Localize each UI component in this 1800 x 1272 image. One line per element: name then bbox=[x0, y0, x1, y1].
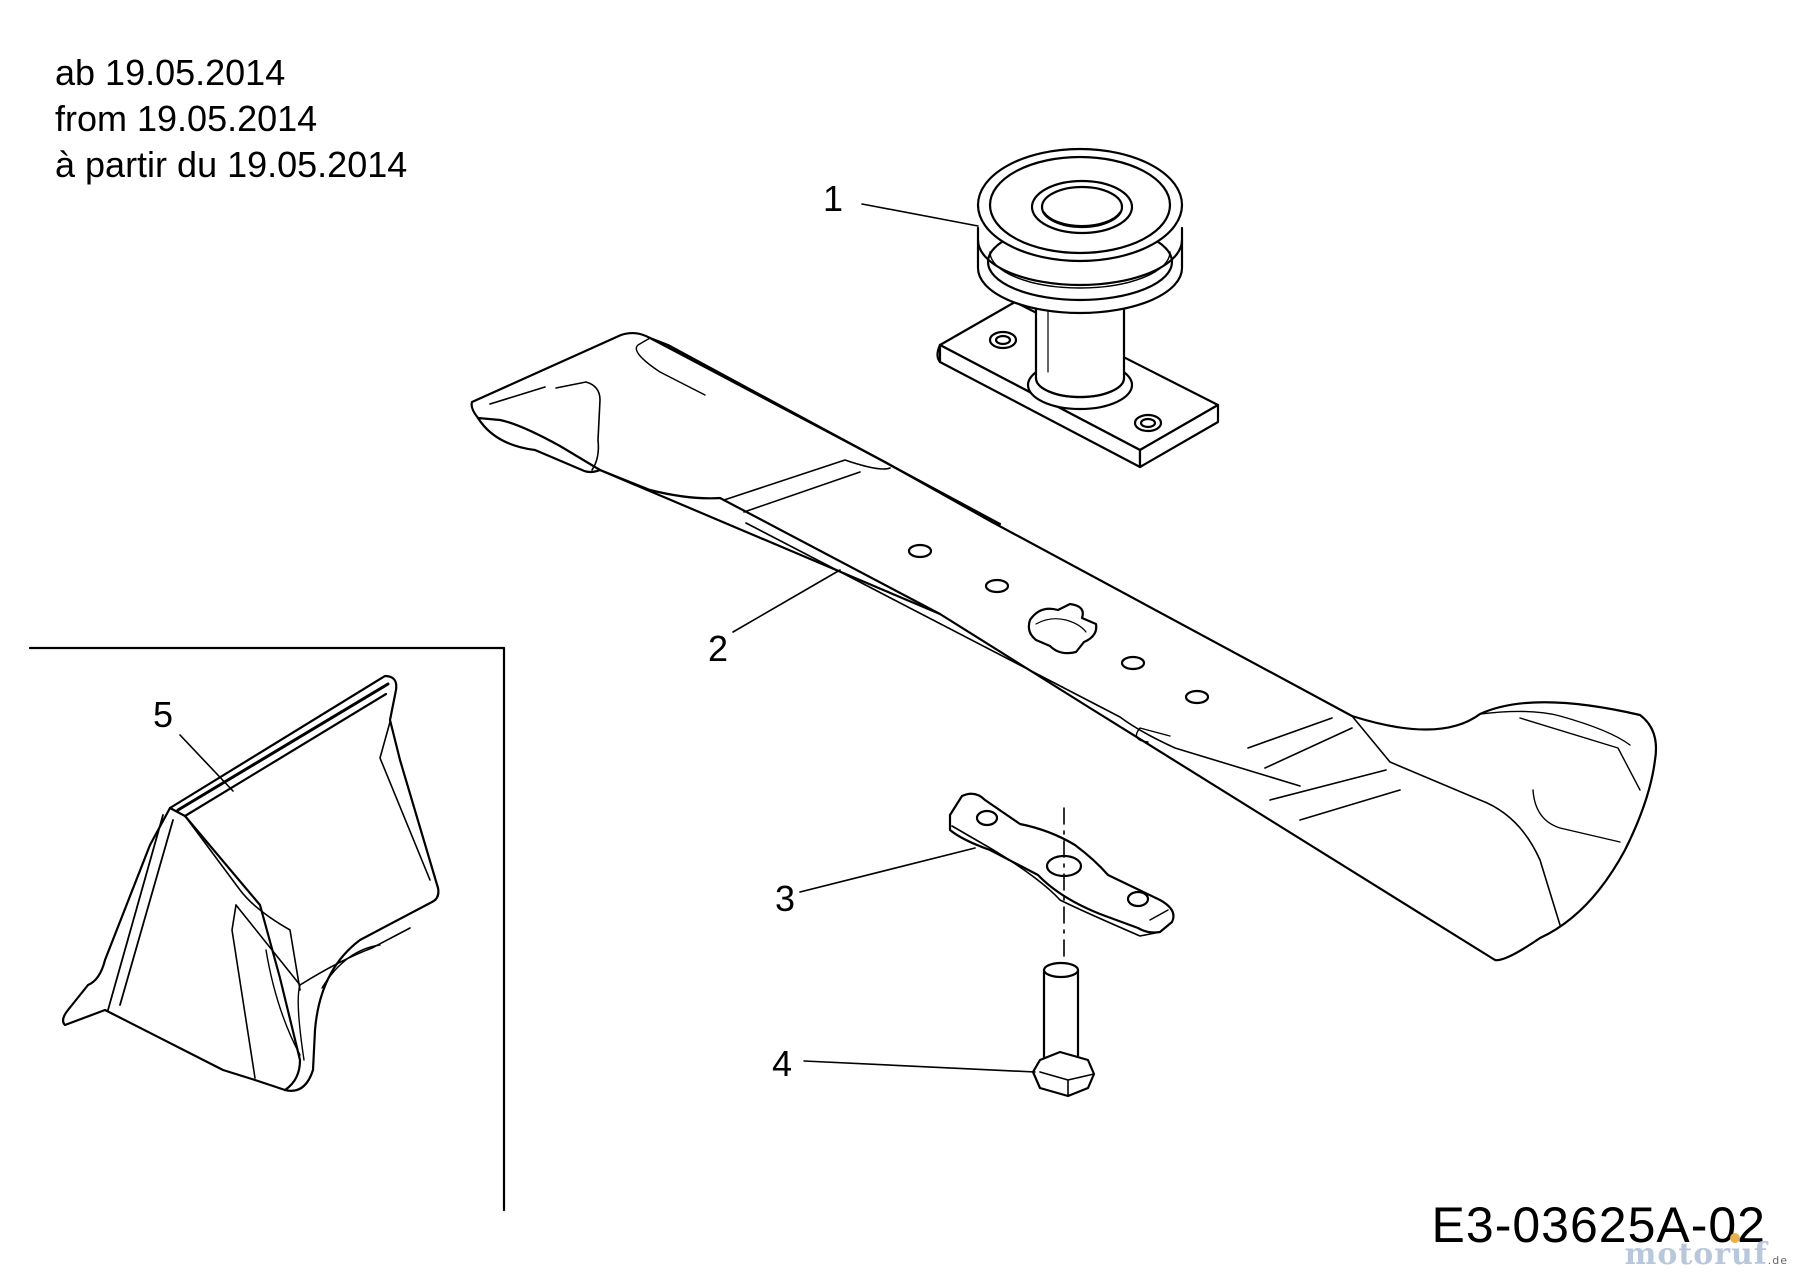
callout-leaders bbox=[179, 203, 1036, 1073]
validity-notes: ab 19.05.2014 from 19.05.2014 à partir d… bbox=[55, 50, 407, 188]
drawing-number: E3-03625A-02 bbox=[1431, 1197, 1766, 1253]
callout-2: 2 bbox=[708, 628, 728, 669]
watermark-suffix: .de bbox=[1767, 1254, 1788, 1267]
validity-date-fr: à partir du 19.05.2014 bbox=[55, 144, 408, 185]
callout-4: 4 bbox=[772, 1043, 792, 1084]
mower-blade-icon bbox=[470, 331, 1658, 962]
spindle-pulley-icon bbox=[936, 147, 1220, 469]
blade-adapter-icon bbox=[948, 792, 1175, 973]
validity-date-de: ab 19.05.2014 bbox=[55, 52, 286, 93]
blade-bolt-icon bbox=[1031, 961, 1096, 1098]
watermark-name: motoruf bbox=[1624, 1237, 1768, 1272]
mulch-plug-icon bbox=[61, 674, 440, 1092]
callout-5: 5 bbox=[153, 694, 173, 735]
watermark-logo: motoruf.de bbox=[1625, 1237, 1788, 1272]
callout-1: 1 bbox=[823, 178, 843, 219]
watermark-dot-icon bbox=[1730, 1233, 1740, 1243]
callout-3: 3 bbox=[775, 878, 795, 919]
validity-date-en: from 19.05.2014 bbox=[55, 98, 318, 139]
